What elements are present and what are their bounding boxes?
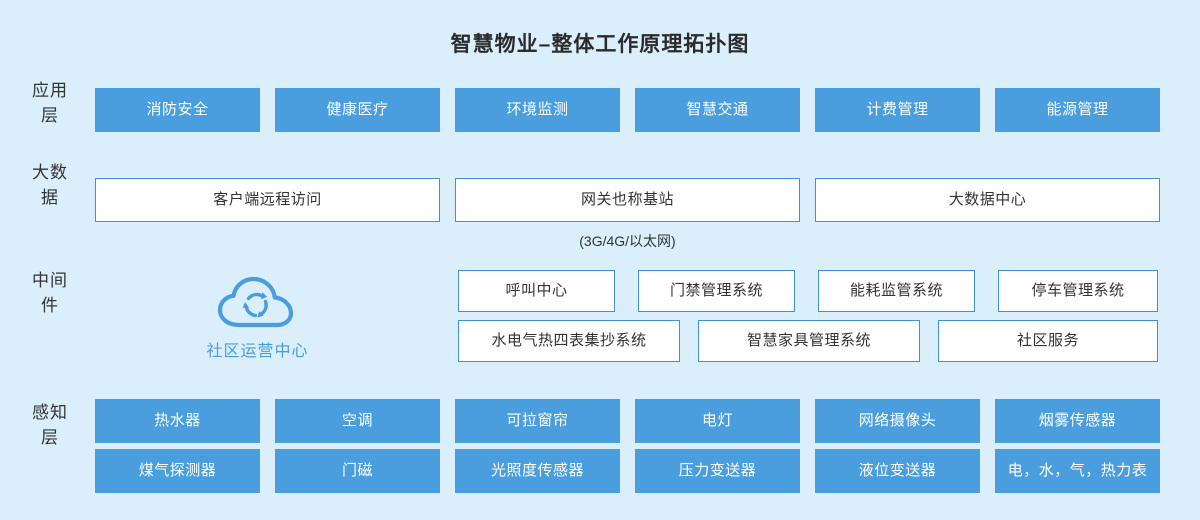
sensor-node-level-transmitter[interactable]: 液位变送器 (815, 449, 980, 493)
bigdata-node-client-remote-access[interactable]: 客户端远程访问 (95, 178, 440, 222)
rail-label-middleware: 中间件 (32, 271, 68, 315)
app-node-billing-management[interactable]: 计费管理 (815, 88, 980, 132)
app-node-health-medical[interactable]: 健康医疗 (275, 88, 440, 132)
middleware-node-community-service[interactable]: 社区服务 (938, 320, 1158, 362)
network-type-caption: (3G/4G/以太网) (579, 233, 676, 249)
app-node-smart-transport[interactable]: 智慧交通 (635, 88, 800, 132)
middleware-node-access-control-system[interactable]: 门禁管理系统 (638, 270, 795, 312)
middleware-node-smart-furniture-system[interactable]: 智慧家具管理系统 (698, 320, 920, 362)
app-node-fire-safety[interactable]: 消防安全 (95, 88, 260, 132)
community-operation-center[interactable]: 社区运营中心 (175, 268, 340, 368)
sensor-node-utility-meters[interactable]: 电，水，气，热力表 (995, 449, 1160, 493)
app-node-energy-management[interactable]: 能源管理 (995, 88, 1160, 132)
sensor-node-air-conditioner[interactable]: 空调 (275, 399, 440, 443)
sensor-node-water-heater[interactable]: 热水器 (95, 399, 260, 443)
rail-label-big-data: 大数据 (32, 163, 68, 207)
cloud-sync-icon (215, 275, 301, 331)
sensor-node-gas-detector[interactable]: 煤气探测器 (95, 449, 260, 493)
sensor-node-pressure-transmitter[interactable]: 压力变送器 (635, 449, 800, 493)
sensor-node-smoke-detector[interactable]: 烟雾传感器 (995, 399, 1160, 443)
middleware-node-call-center[interactable]: 呼叫中心 (458, 270, 615, 312)
rail-label-application-layer: 应用层 (32, 81, 68, 125)
middleware-node-parking-management[interactable]: 停车管理系统 (998, 270, 1158, 312)
app-node-environment-monitor[interactable]: 环境监测 (455, 88, 620, 132)
rail-label-perception-layer: 感知层 (32, 403, 68, 447)
bigdata-node-big-data-center[interactable]: 大数据中心 (815, 178, 1160, 222)
community-operation-center-label: 社区运营中心 (206, 343, 309, 360)
middleware-node-four-meter-reading[interactable]: 水电气热四表集抄系统 (458, 320, 680, 362)
sensor-node-curtain[interactable]: 可拉窗帘 (455, 399, 620, 443)
sensor-node-network-camera[interactable]: 网络摄像头 (815, 399, 980, 443)
bigdata-node-gateway-base-station[interactable]: 网关也称基站 (455, 178, 800, 222)
sensor-node-illuminance-sensor[interactable]: 光照度传感器 (455, 449, 620, 493)
sensor-node-door-magnetic[interactable]: 门磁 (275, 449, 440, 493)
sensor-node-light[interactable]: 电灯 (635, 399, 800, 443)
middleware-node-energy-supervision[interactable]: 能耗监管系统 (818, 270, 975, 312)
page-title: 智慧物业–整体工作原理拓扑图 (450, 33, 750, 56)
